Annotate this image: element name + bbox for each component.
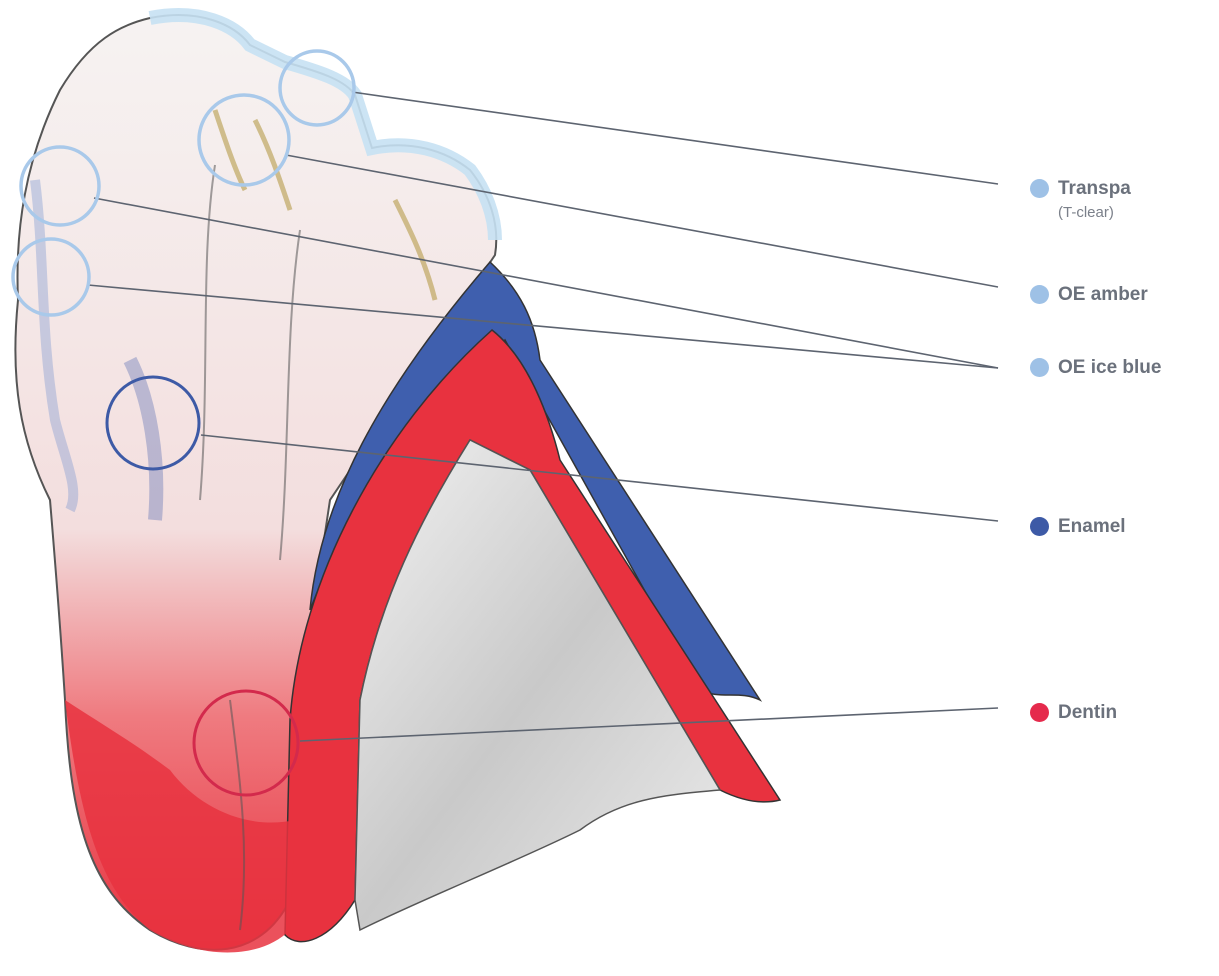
legend-item-enamel: Enamel (1030, 516, 1126, 538)
legend-item-dentin: Dentin (1030, 702, 1117, 724)
legend-dot-oe-amber (1030, 285, 1049, 304)
legend-item-oe-ice-blue: OE ice blue (1030, 357, 1161, 379)
legend-label-oe-ice-blue: OE ice blue (1058, 357, 1161, 379)
legend-item-transpa: Transpa (T-clear) (1030, 178, 1131, 223)
legend-label-enamel: Enamel (1058, 516, 1126, 538)
legend-item-oe-amber: OE amber (1030, 284, 1148, 306)
legend-dot-transpa (1030, 179, 1049, 198)
legend-dot-dentin (1030, 703, 1049, 722)
legend-dot-oe-ice-blue (1030, 358, 1049, 377)
legend-label-oe-amber: OE amber (1058, 284, 1148, 306)
legend-label-dentin: Dentin (1058, 702, 1117, 724)
legend-dot-enamel (1030, 517, 1049, 536)
tooth-illustration (15, 15, 780, 952)
legend-label-transpa: Transpa (1058, 178, 1131, 200)
legend-sub-transpa: (T-clear) (1058, 203, 1131, 223)
